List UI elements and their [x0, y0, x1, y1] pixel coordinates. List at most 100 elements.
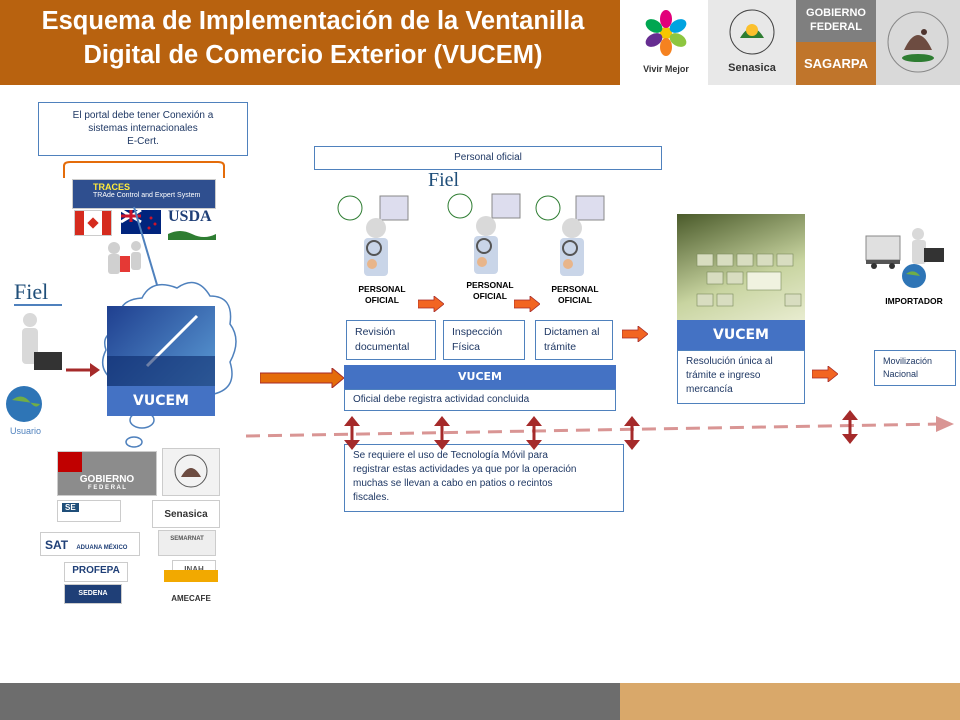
- portal-note-line3: E-Cert.: [127, 136, 159, 147]
- officer-1-label-line2: OFICIAL: [365, 295, 399, 305]
- profepa-label: PROFEPA: [72, 565, 120, 576]
- traces-sub-label: TRAde Control and Expert System: [93, 192, 201, 199]
- sagarpa-label: SAGARPA: [796, 42, 876, 85]
- double-arrow-3: [526, 416, 542, 450]
- tecnologia-line3: muchas se llevan a cabo en patios o reci…: [353, 478, 553, 489]
- profepa-logo: PROFEPA: [64, 562, 128, 582]
- user-laptop-globe-icon: [6, 313, 62, 422]
- fiel-left-label: Fiel: [14, 279, 49, 304]
- movilizacion-line1: Movilización: [883, 356, 933, 366]
- officer-1-icon: [337, 195, 409, 276]
- step-1-line1: Revisión: [355, 326, 396, 338]
- officer-3-label-line1: PERSONAL: [551, 284, 599, 294]
- resolucion-line2: trámite e ingreso: [686, 370, 761, 381]
- gobierno-federal-agency-logo: GOBIERNO F E D E R A L: [57, 451, 157, 496]
- double-arrow-1: [344, 416, 360, 450]
- movilizacion-line2: Nacional: [883, 369, 919, 379]
- vucem-cloud-image: [107, 306, 215, 386]
- people-puzzle-icon: [108, 241, 141, 274]
- step-2-line1: Inspección: [452, 326, 503, 338]
- officer-1-to-2-arrow: [418, 296, 444, 312]
- step-dictamen-tramite: Dictamen al trámite: [535, 320, 613, 360]
- gobierno-label: GOBIERNO: [806, 7, 866, 19]
- mexico-coat-of-arms-logo: [876, 0, 960, 85]
- federal-label: FEDERAL: [810, 21, 862, 33]
- tecnologia-line2: registrar estas actividades ya que por l…: [353, 464, 577, 475]
- resolucion-line1: Resolución única al: [686, 356, 773, 367]
- vivir-mejor-logo: Vivir Mejor: [624, 0, 708, 85]
- fiel-logo-center: Fiel: [428, 169, 460, 191]
- officer-2-icon: [447, 193, 521, 274]
- dashed-timeline-arrow: [245, 416, 954, 438]
- step-2-line2: Física: [452, 341, 481, 353]
- resolucion-box: Resolución única al trámite e ingreso me…: [677, 350, 805, 404]
- gobierno-agency-label: GOBIERNO: [79, 474, 135, 485]
- aduana-label: ADUANA MÉXICO: [76, 545, 128, 551]
- se-logo: SE: [57, 500, 121, 522]
- sat-aduana-logo: SAT ADUANA MÉXICO: [40, 532, 140, 556]
- tecnologia-line1: Se requiere el uso de Tecnología Móvil p…: [353, 450, 548, 461]
- step-3-line2: trámite: [544, 341, 577, 353]
- officer-2-label-line1: PERSONAL: [466, 280, 514, 290]
- canada-flag-icon: [74, 210, 112, 236]
- orange-brace: [63, 161, 225, 178]
- resolucion-to-movilizacion-arrow: [812, 366, 838, 382]
- oficial-registra-box: Oficial debe registra actividad concluid…: [344, 389, 616, 411]
- sedena-logo: SEDENA: [64, 584, 122, 604]
- tecnologia-line4: fiscales.: [353, 492, 390, 503]
- portal-note-box: El portal debe tener Conexión a sistemas…: [38, 102, 248, 156]
- officer-2-to-3-arrow: [514, 296, 540, 312]
- semarnat-logo: SEMARNAT: [158, 530, 216, 556]
- semarnat-label: SEMARNAT: [170, 536, 204, 542]
- new-zealand-flag-icon: [120, 208, 161, 234]
- inah-label: INAH: [184, 565, 204, 574]
- traces-logo: TRACES TRAde Control and Expert System: [72, 179, 216, 209]
- resolucion-line3: mercancía: [686, 384, 733, 395]
- importador-label: IMPORTADOR: [885, 296, 943, 306]
- officer-3-icon: [535, 195, 605, 276]
- officer-1-label-line1: PERSONAL: [358, 284, 406, 294]
- vucem-right-bar: VUCEM: [677, 320, 805, 350]
- officer-3-label: PERSONAL OFICIAL: [545, 284, 605, 306]
- portal-note-line2: sistemas internacionales: [88, 123, 198, 134]
- officer-2-label-line2: OFICIAL: [473, 291, 507, 301]
- page-title-line2: Digital de Comercio Exterior (VUCEM): [83, 41, 543, 69]
- federal-agency-label: F E D E R A L: [88, 485, 126, 491]
- portal-note-line1: El portal debe tener Conexión a: [72, 110, 214, 121]
- senasica-label: Senasica: [728, 62, 776, 74]
- movilizacion-box: Movilización Nacional: [874, 350, 956, 386]
- importador-truck-icon: [865, 228, 944, 288]
- logos-strip: Vivir Mejor Senasica GOBIERNO FEDERAL SA…: [620, 0, 960, 85]
- gobierno-sagarpa-logo: GOBIERNO FEDERAL SAGARPA: [796, 0, 876, 85]
- page-title-line1: Esquema de Implementación de la Ventanil…: [41, 7, 585, 35]
- orange-agency-logo: [164, 570, 218, 582]
- step-3-line1: Dictamen al: [544, 326, 600, 338]
- step-1-line2: documental: [355, 341, 410, 353]
- officer-3-label-line2: OFICIAL: [558, 295, 592, 305]
- vucem-cloud-label: VUCEM: [107, 386, 215, 416]
- step-revision-documental: Revisión documental: [346, 320, 436, 360]
- page-title: Esquema de Implementación de la Ventanil…: [8, 4, 618, 72]
- double-arrow-2: [434, 416, 450, 450]
- cloud-to-center-arrow: [260, 368, 344, 388]
- fiel-logo-left: Fiel: [14, 280, 64, 310]
- double-arrow-5: [842, 410, 858, 444]
- usda-logo: USDA: [168, 208, 216, 240]
- tecnologia-movil-box: Se requiere el uso de Tecnología Móvil p…: [344, 444, 624, 512]
- senasica-agency-logo: Senasica: [152, 500, 220, 528]
- header-bar: [0, 0, 620, 85]
- sat-label: SAT: [45, 538, 69, 552]
- amecafe-logo: AMECAFE: [164, 586, 218, 606]
- footer-tan-bar: [620, 683, 960, 720]
- personal-oficial-header: Personal oficial: [314, 146, 662, 170]
- user-to-cloud-arrow: [66, 363, 100, 377]
- senasica-logo: Senasica: [708, 0, 796, 85]
- amecafe-label: AMECAFE: [171, 594, 211, 603]
- keyboard-image: [677, 214, 805, 320]
- steps-to-vucem-arrow: [622, 326, 648, 342]
- senasica-agency-label: Senasica: [164, 509, 208, 520]
- footer-gray-bar: [0, 683, 620, 720]
- double-arrow-4: [624, 416, 640, 450]
- sedena-label: SEDENA: [78, 590, 108, 597]
- usda-label: USDA: [168, 208, 212, 225]
